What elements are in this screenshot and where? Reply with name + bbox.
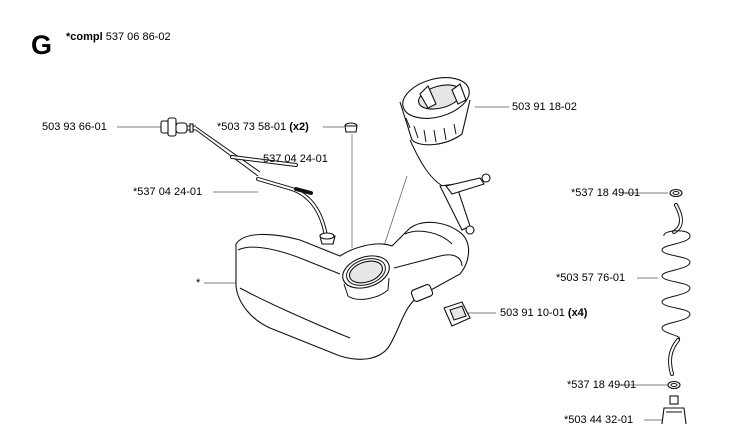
label-oring-top: *537 18 49-01 [571,187,641,199]
label-fuel-hose-upper: 537 04 24-01 [263,153,328,165]
label-rubber-mount-qty: (x4) [567,307,588,319]
label-fuel-filter: *503 44 32-01 [564,414,634,426]
label-rubber-mount-number: 503 91 10-01 [500,307,565,319]
leader-lines [117,106,668,421]
oring-bottom [667,380,681,390]
label-vent-valve: *503 73 58-01 (x2) [217,121,309,134]
fuel-tank [235,221,470,360]
vent-valve-tank [319,232,336,245]
spiral-hose [661,203,691,376]
label-fuel-cap: 503 91 18-02 [512,101,577,113]
compl-prefix: *compl [66,31,103,43]
compl-part-number: *compl 537 06 86-02 [66,31,171,44]
fuel-cap [399,77,491,235]
fuel-hose-lower [256,177,328,238]
rubber-mount [443,301,471,327]
label-fuel-tank: * [196,277,201,289]
oring-top [669,188,683,198]
label-fuel-pickup-body: 503 93 66-01 [42,121,107,133]
label-vent-valve-qty: (x2) [289,121,309,133]
label-oring-bottom: *537 18 49-01 [567,379,637,391]
label-rubber-mount: 503 91 10-01 (x4) [500,307,587,320]
fuel-pickup-body [160,117,261,177]
label-vent-valve-number: *503 73 58-01 [217,121,287,133]
vent-valve-top [344,122,358,133]
label-spiral-hose: *503 57 76-01 [556,272,626,284]
label-fuel-hose-lower: *537 04 24-01 [133,186,203,198]
fuel-hose-upper [230,155,298,167]
section-letter: G [31,30,53,60]
fuel-filter [661,395,687,424]
compl-number: 537 06 86-02 [105,31,171,43]
